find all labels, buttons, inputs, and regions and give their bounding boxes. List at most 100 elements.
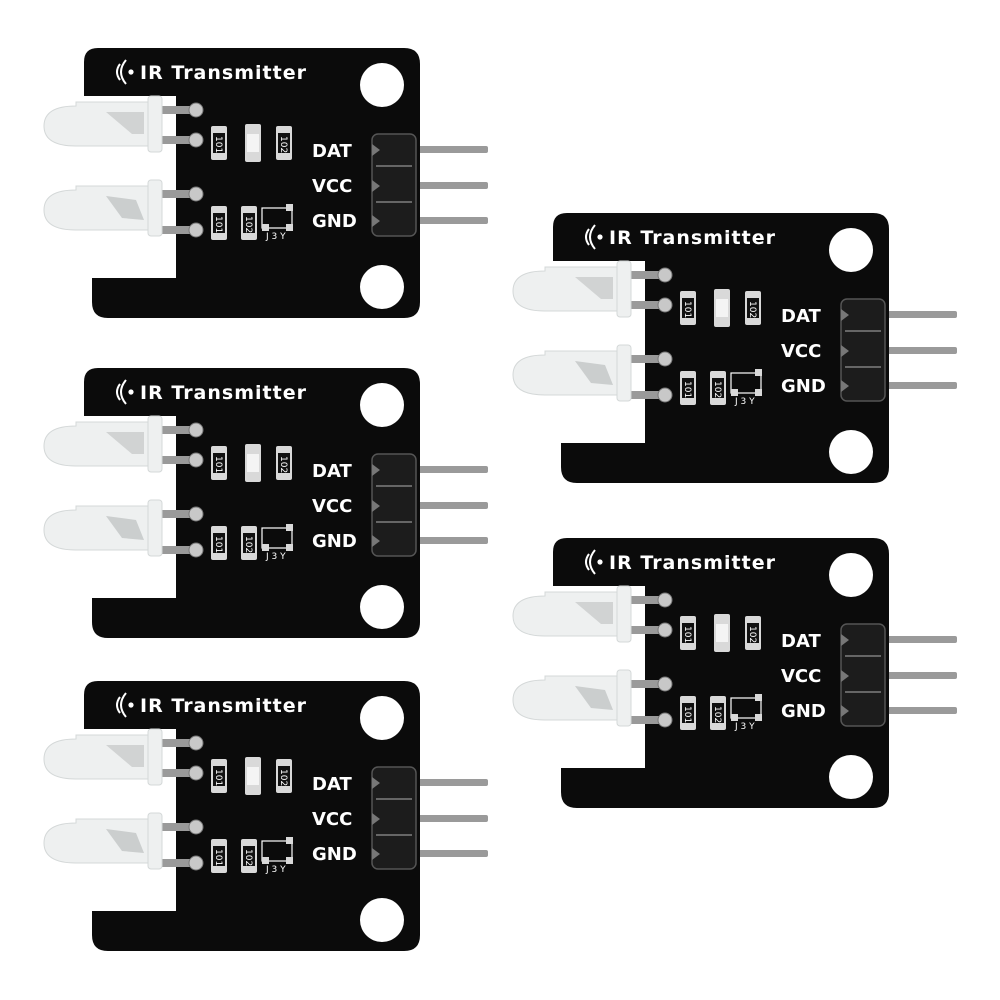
ir-transmitter-module-4: IR Transmitter DAT VCC GND 101 [505,205,965,495]
ir-led-top [43,415,163,473]
ir-led-top [43,728,163,786]
svg-text:101: 101 [682,381,692,398]
board-title: IR Transmitter [609,227,776,249]
solder-pad [657,622,673,638]
solder-pad [188,222,204,238]
pin-vcc [416,182,488,189]
resistor: 102 [241,839,257,873]
svg-text:J 3 Y: J 3 Y [265,232,286,242]
pin-dat [416,146,488,153]
module-drawing: IR Transmitter DAT VCC GND 101 [512,213,957,483]
svg-text:J 3 Y: J 3 Y [265,865,286,875]
svg-text:102: 102 [712,706,722,723]
solder-pad [188,855,204,871]
svg-text:102: 102 [278,456,288,473]
resistor: 101 [680,371,696,405]
pcb-board [84,368,420,638]
led-indicator [245,757,261,795]
pin-header-housing [371,133,417,237]
svg-text:J 3 Y: J 3 Y [734,722,755,732]
mounting-hole-top-inner [367,70,397,100]
pin-label-vcc: VCC [312,496,352,517]
solder-pad [188,819,204,835]
ir-led-bottom [43,812,163,870]
wave-signal-icon [116,59,134,85]
module-drawing: IR Transmitter DAT VCC GND 101 [512,538,957,808]
pin-label-dat: DAT [312,774,352,795]
pin-label-vcc: VCC [781,666,821,687]
board-title: IR Transmitter [140,62,307,84]
transistor: J 3 Y [261,524,293,562]
resistor: 101 [211,446,227,480]
mounting-hole-top-inner [367,390,397,420]
mounting-hole-bottom-inner [367,272,397,302]
svg-text:101: 101 [682,626,692,643]
pin-dat [416,779,488,786]
pcb-board [84,681,420,951]
pin-label-dat: DAT [781,306,821,327]
pin-dat [885,311,957,318]
svg-text:101: 101 [213,769,223,786]
resistor: 102 [745,291,761,325]
svg-text:102: 102 [278,136,288,153]
pin-label-gnd: GND [312,844,357,865]
header-pins [416,779,488,857]
solder-pad [188,506,204,522]
pin-gnd [885,707,957,714]
pin-dat [416,466,488,473]
mounting-hole-bottom-inner [367,905,397,935]
pin-gnd [885,382,957,389]
led-indicator [714,614,730,652]
ir-led-bottom [512,669,632,727]
pin-label-dat: DAT [312,461,352,482]
svg-text:102: 102 [243,216,253,233]
resistor: 102 [241,206,257,240]
svg-text:101: 101 [213,136,223,153]
led-indicator [714,289,730,327]
solder-pad [188,735,204,751]
ir-led-bottom [43,179,163,237]
pin-label-gnd: GND [312,211,357,232]
board-title: IR Transmitter [609,552,776,574]
pin-vcc [885,347,957,354]
svg-text:102: 102 [243,849,253,866]
pin-label-gnd: GND [312,531,357,552]
pcb-board [553,213,889,483]
transistor: J 3 Y [730,694,762,732]
pin-vcc [416,502,488,509]
mounting-hole-bottom-inner [836,437,866,467]
solder-pad [657,676,673,692]
board-title: IR Transmitter [140,382,307,404]
header-pins [885,636,957,714]
pcb-board [84,48,420,318]
solder-pad [188,102,204,118]
pin-gnd [416,537,488,544]
ir-transmitter-module-2: IR Transmitter DAT VCC GND 101 [36,360,496,650]
ir-transmitter-module-1: IR Transmitter DAT VCC GND 101 [36,40,496,330]
resistor: 101 [680,291,696,325]
pin-label-vcc: VCC [781,341,821,362]
svg-text:101: 101 [213,456,223,473]
solder-pad [188,422,204,438]
svg-text:102: 102 [243,536,253,553]
ir-led-top [43,95,163,153]
svg-text:102: 102 [747,626,757,643]
resistor: 102 [241,526,257,560]
resistor: 102 [710,696,726,730]
resistor: 102 [710,371,726,405]
wave-signal-icon [585,549,603,575]
header-pins [885,311,957,389]
mounting-hole-bottom-inner [836,762,866,792]
solder-pad [188,186,204,202]
svg-text:J 3 Y: J 3 Y [265,552,286,562]
resistor: 101 [680,616,696,650]
resistor: 102 [276,446,292,480]
led-legs [623,271,663,399]
solder-pad [188,132,204,148]
ir-transmitter-module-5: IR Transmitter DAT VCC GND 101 [505,530,965,820]
svg-text:101: 101 [213,216,223,233]
wave-signal-icon [116,692,134,718]
resistor: 101 [211,526,227,560]
ir-led-bottom [512,344,632,402]
